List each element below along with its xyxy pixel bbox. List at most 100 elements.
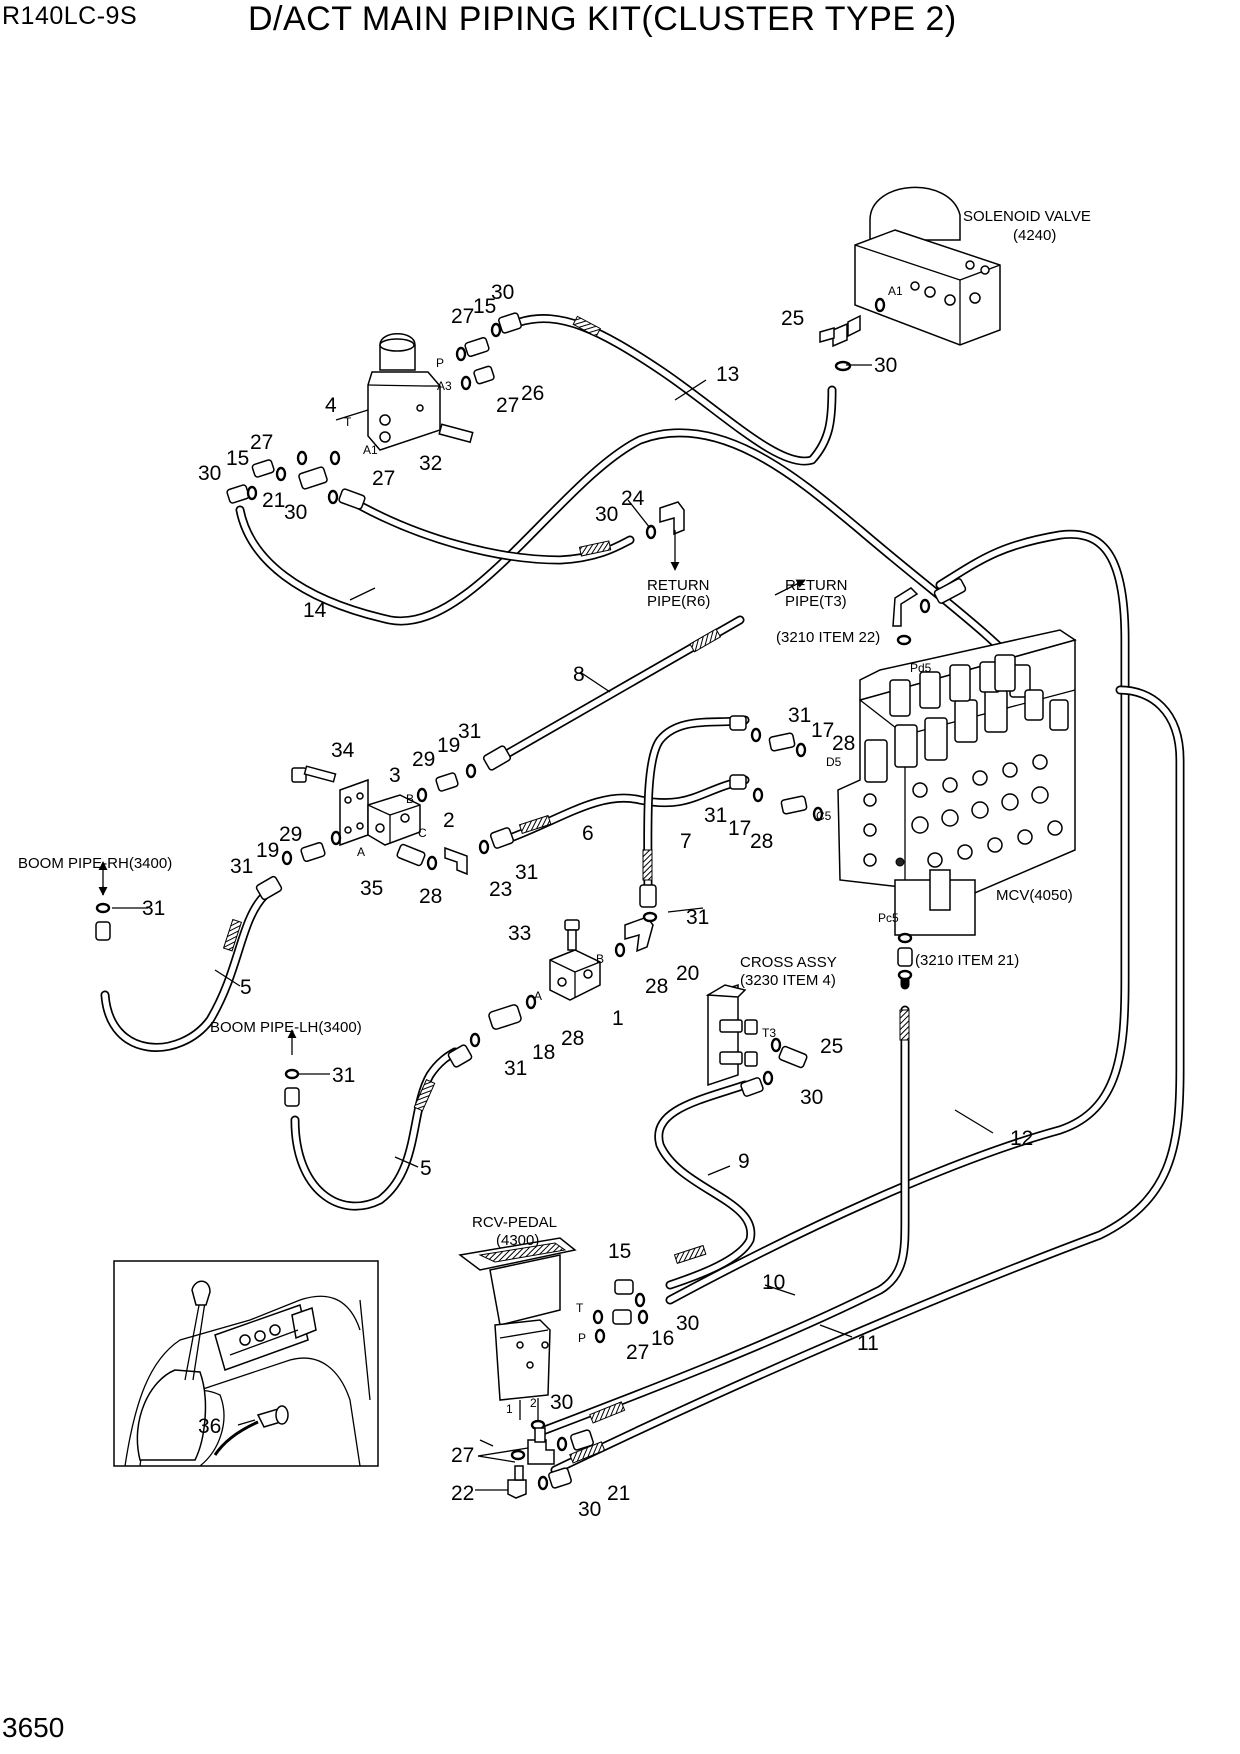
callout-26: 26 [521, 382, 544, 405]
callout-30-left: 30 [198, 462, 221, 485]
port-1-pedal: 1 [506, 1402, 513, 1416]
callout-17-d5: 17 [811, 719, 834, 742]
fitting-24 [645, 501, 685, 571]
rcv-pedal-4300 [458, 1237, 577, 1420]
hose-5-lower [290, 1047, 460, 1211]
callout-20: 20 [676, 962, 699, 985]
callout-28-18: 28 [561, 1027, 584, 1050]
bolt-33 [564, 919, 580, 951]
port-pd5: Pd5 [910, 661, 932, 675]
callout-30-top: 30 [491, 281, 514, 304]
solenoid-valve-4240 [819, 186, 1001, 348]
note-return-t3-1: RETURN [785, 577, 848, 594]
callout-33: 33 [508, 922, 531, 945]
callout-31-d5: 31 [788, 704, 811, 727]
port-b-block1: B [596, 952, 604, 966]
fittings-pedal [507, 1279, 649, 1499]
callout-25-cross: 25 [820, 1035, 843, 1058]
note-rcv-pedal-2: (4300) [496, 1232, 539, 1249]
callout-27-pedal: 27 [626, 1341, 649, 1364]
fitting-25-top [834, 360, 852, 372]
callout-14: 14 [303, 599, 327, 622]
callout-5-upper: 5 [240, 976, 252, 999]
callout-34: 34 [331, 739, 355, 762]
bracket-3 [339, 778, 369, 847]
page-title: D/ACT MAIN PIPING KIT(CLUSTER TYPE 2) [248, 0, 957, 38]
callout-25-top: 25 [781, 307, 804, 330]
boom-pipe-ends [95, 902, 300, 1107]
text-notes: SOLENOID VALVE (4240) RETURN PIPE(R6) RE… [18, 208, 1091, 1249]
callout-31-23: 31 [515, 861, 538, 884]
callout-22: 22 [451, 1482, 474, 1505]
port-d5: D5 [826, 755, 842, 769]
callout-2: 2 [443, 809, 455, 832]
note-cross-assy-1: CROSS ASSY [740, 954, 837, 971]
hose-8 [500, 615, 745, 760]
port-c5: C5 [816, 809, 832, 823]
callout-23: 23 [489, 878, 512, 901]
hose-10 [540, 1005, 910, 1435]
callout-12: 12 [1010, 1127, 1033, 1150]
callout-31-left: 31 [230, 855, 253, 878]
callout-36: 36 [198, 1415, 221, 1438]
callout-18: 18 [532, 1041, 555, 1064]
note-cross-assy-2: (3230 ITEM 4) [740, 972, 836, 989]
callout-30-left2: 30 [284, 501, 307, 524]
callout-27-left: 27 [250, 431, 273, 454]
model-code: R140LC-9S [2, 2, 138, 30]
port-t-pedal: T [576, 1301, 584, 1315]
note-mcv: MCV(4050) [996, 887, 1073, 904]
port-pc5: Pc5 [878, 911, 899, 925]
valve-4 [367, 333, 474, 451]
callout-15-top: 15 [473, 295, 496, 318]
callout-31-lh: 31 [332, 1064, 355, 1087]
fitting-13-end [490, 312, 522, 338]
fitting-21-left [226, 450, 366, 510]
note-rcv-pedal-1: RCV-PEDAL [472, 1214, 557, 1231]
fitting-19-top [416, 745, 512, 803]
port-2-pedal: 2 [530, 1396, 537, 1410]
note-boom-pipe-rh: BOOM PIPE-RH(3400) [18, 855, 172, 872]
block-1 [549, 949, 601, 1001]
callout-27-a1: 27 [372, 467, 395, 490]
callout-19-top: 19 [437, 734, 460, 757]
port-a1-solenoid: A1 [888, 284, 903, 298]
callout-10: 10 [762, 1271, 785, 1294]
page-number: 3650 [2, 1712, 65, 1743]
callout-30-bottom: 30 [578, 1498, 601, 1521]
note-item22: (3210 ITEM 22) [776, 629, 880, 646]
callout-30-24: 30 [595, 503, 618, 526]
note-return-r6-2: PIPE(R6) [647, 593, 710, 610]
callout-30-sol: 30 [874, 354, 897, 377]
fitting-17-d5 [729, 715, 807, 758]
callout-28-35: 28 [419, 885, 442, 908]
note-boom-pipe-lh: BOOM PIPE-LH(3400) [210, 1019, 362, 1036]
callout-1: 1 [612, 1007, 624, 1030]
callout-32: 32 [419, 452, 442, 475]
callout-6: 6 [582, 822, 594, 845]
callout-21-left: 21 [262, 489, 285, 512]
fitting-pd5 [892, 578, 967, 646]
hose-6 [500, 775, 750, 845]
callout-31-7: 31 [686, 906, 709, 929]
callout-35: 35 [360, 877, 383, 900]
fitting-20 [614, 884, 658, 958]
hose-segment-valve4-to-24 [345, 495, 635, 565]
fitting-35 [396, 843, 438, 871]
callout-28-c5: 28 [750, 830, 773, 853]
note-solenoid-valve: SOLENOID VALVE [963, 208, 1091, 225]
callout-15-pedal: 15 [608, 1240, 631, 1263]
port-p-valve4: P [436, 356, 444, 370]
fitting-18 [447, 994, 537, 1068]
callout-27-bottom: 27 [451, 1444, 474, 1467]
callout-31-rh: 31 [142, 897, 165, 920]
callout-9: 9 [738, 1150, 750, 1173]
fitting-15-top [455, 336, 490, 362]
fitting-pc5 [897, 932, 913, 981]
port-b-block2: B [406, 792, 414, 806]
fitting-26 [460, 365, 495, 391]
callout-31-c5: 31 [704, 804, 727, 827]
callout-29-left: 29 [279, 823, 302, 846]
callout-19-left: 19 [256, 839, 279, 862]
